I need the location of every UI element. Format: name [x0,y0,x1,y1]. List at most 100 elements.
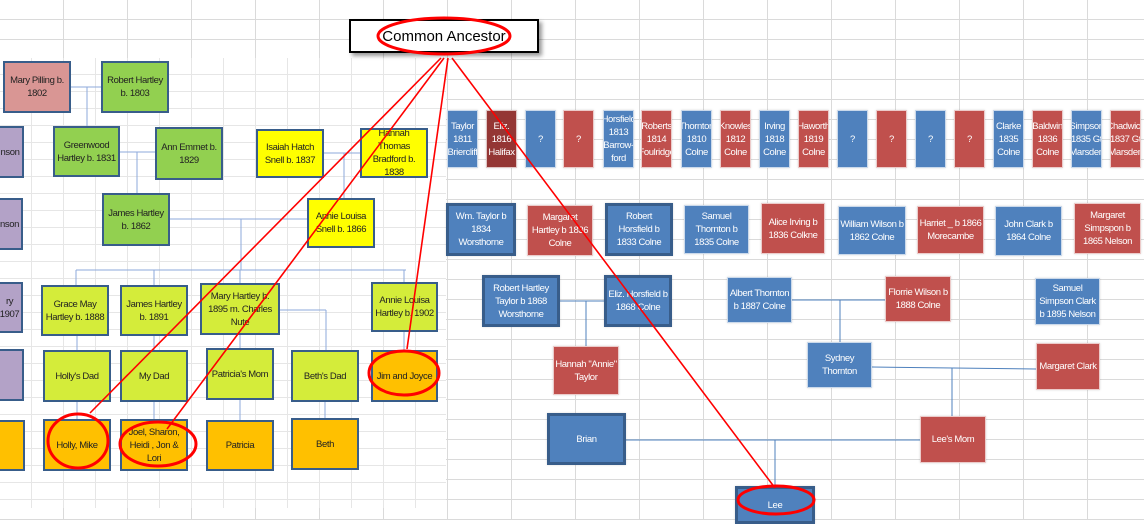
person-name: Roberts 1814 Foulridge [641,120,672,158]
left-tree-person-box[interactable]: Annie Louisa Snell b. 1866 [307,198,375,248]
person-name: Holly's Dad [55,370,99,382]
person-name: Irving 1818 Colne [763,120,786,158]
person-name: Patricia's Mom [211,368,269,380]
person-name: Mary Hartley b. 1895 m. Charles Nute [208,290,272,328]
person-name: Robert Horsfield b 1833 Colne [616,211,662,248]
person-name: William Wilson b 1862 Colne [840,218,904,243]
person-name: Clarke 1835 Colne [995,120,1022,158]
great-great-grandparent-box[interactable]: ? [954,110,985,168]
great-great-grandparent-box[interactable]: Clarke 1835 Colne [993,110,1024,168]
great-great-grandparent-box[interactable]: Haworth 1819 Colne [798,110,829,168]
great-great-grandparent-box[interactable]: Chadwick 1837 Gt Marsden [1110,110,1141,168]
great-grandparent-box[interactable]: Wm. Taylor b 1834 Worsthorne [446,203,516,256]
left-tree-person-box[interactable]: Hannah Thomas Bradford b. 1838 [360,128,428,178]
descendant-box[interactable]: Brian [547,413,626,465]
great-grandparent-box[interactable]: Margaret Hartley b 1836 Colne [527,205,593,256]
person-name: Greenwood Hartley b. 1831 [57,139,116,164]
great-great-grandparent-box[interactable]: ? [525,110,556,168]
left-tree-person-box[interactable]: Patricia's Mom [206,348,274,400]
person-name: Chadwick 1837 Gt Marsden [1110,120,1141,158]
person-name: Mary Pilling b. 1802 [10,75,64,99]
great-great-grandparent-box[interactable]: Eliz. 1816 Halifax [486,110,517,168]
person-name: Taylor 1811 Briercliff [447,120,478,158]
person-name: Isaiah Hatch Snell b. 1837 [264,141,316,166]
great-grandparent-box[interactable]: Margaret Simpspon b 1865 Nelson [1074,203,1141,254]
left-tree-person-box[interactable]: Holly, Mike [43,419,111,471]
left-tree-person-box[interactable] [0,349,24,401]
person-name: Margaret Clark [1039,361,1097,372]
left-tree-person-box[interactable]: Grace May Hartley b. 1888 [41,285,109,336]
person-name: Patricia [225,440,255,451]
left-tree-person-box[interactable]: nson [0,198,23,250]
great-great-grandparent-box[interactable]: ? [915,110,946,168]
left-tree-person-box[interactable]: ry 1907 [0,282,23,333]
left-tree-person-box[interactable]: James Hartley b. 1891 [120,285,188,336]
great-grandparent-box[interactable]: Robert Horsfield b 1833 Colne [605,203,673,256]
person-name: Harriet _ b 1866 Morecambe [919,218,982,242]
person-name: John Clark b 1864 Colne [1004,219,1053,243]
great-great-grandparent-box[interactable]: Roberts 1814 Foulridge [641,110,672,168]
great-great-grandparent-box[interactable]: ? [837,110,868,168]
left-tree-person-box[interactable]: Patricia [206,420,274,471]
descendant-box[interactable]: Albert Thornton b 1887 Colne [727,277,792,323]
great-great-grandparent-box[interactable]: Knowles 1812 Colne [720,110,751,168]
great-great-grandparent-box[interactable]: Irving 1818 Colne [759,110,790,168]
left-tree-person-box[interactable]: James Hartley b. 1862 [102,193,170,246]
person-name: Haworth 1819 Colne [798,120,829,158]
person-name: Holly, Mike [56,439,98,451]
left-tree-person-box[interactable]: Annie Louisa Hartley b. 1902 [371,282,438,332]
left-tree-person-box[interactable]: Holly's Dad [43,350,111,402]
descendant-box[interactable]: Robert Hartley Taylor b 1868 Worsthorne [482,275,560,327]
left-tree-person-box[interactable]: Mary Hartley b. 1895 m. Charles Nute [200,283,280,335]
left-tree-person-box[interactable]: Greenwood Hartley b. 1831 [53,126,120,177]
person-name: Ann Emmet b. 1829 [161,141,217,166]
left-tree-person-box[interactable]: nson [0,126,24,178]
person-name: Brian [576,433,597,445]
person-name: Beth [316,438,334,450]
descendant-box[interactable]: Eliz. Horsfield b 1868 Colne [604,275,672,327]
left-tree-person-box[interactable]: Ann Emmet b. 1829 [155,127,223,180]
left-tree-person-box[interactable] [0,420,25,471]
great-great-grandparent-box[interactable]: Horsfield 1813 Barrow-ford [603,110,634,168]
person-name: Lee's Mom [931,434,975,445]
descendant-box[interactable]: Samuel Simpson Clark b 1895 Nelson [1035,278,1100,325]
person-name: Eliz. Horsfield b 1868 Colne [608,289,668,313]
person-name: ? [576,133,581,145]
left-tree-person-box[interactable]: Beth [291,418,359,470]
descendant-box[interactable]: Hannah "Annie" Taylor [553,346,619,395]
highlight-ellipse [376,16,512,56]
great-great-grandparent-box[interactable]: Simpson 1835 Gt Marsden [1071,110,1102,168]
person-name: nson [0,146,20,158]
great-great-grandparent-box[interactable]: ? [876,110,907,168]
great-grandparent-box[interactable]: Alice Irving b 1836 Colkne [761,203,825,254]
person-name: ? [928,133,933,145]
left-tree-person-box[interactable]: Robert Hartley b. 1803 [101,61,169,113]
left-tree-person-box[interactable]: My Dad [120,350,188,402]
left-tree-person-box[interactable]: Beth's Dad [291,350,359,402]
great-grandparent-box[interactable]: John Clark b 1864 Colne [995,206,1062,256]
person-name: Thornton 1810 Colne [682,120,711,158]
annotation-arrow [451,57,776,489]
person-name: Samuel Thornton b 1835 Colne [694,211,739,248]
descendant-box[interactable]: Margaret Clark [1036,343,1100,390]
left-tree-person-box[interactable]: Isaiah Hatch Snell b. 1837 [256,129,324,178]
great-great-grandparent-box[interactable]: Baldwin 1836 Colne [1032,110,1063,168]
annotation-arrow [89,57,442,414]
annotation-arrow [166,57,445,430]
person-name: Joel, Sharon, Heidi , Jon & Lori [128,426,180,464]
left-tree-person-box[interactable]: Mary Pilling b. 1802 [3,61,71,113]
descendant-box[interactable]: Sydney Thornton [807,342,872,388]
person-name: Robert Hartley b. 1803 [107,75,163,99]
great-grandparent-box[interactable]: Harriet _ b 1866 Morecambe [917,206,984,254]
great-great-grandparent-box[interactable]: Taylor 1811 Briercliff [447,110,478,168]
person-name: Sydney Thornton [822,353,857,377]
great-great-grandparent-box[interactable]: Thornton 1810 Colne [681,110,712,168]
great-grandparent-box[interactable]: Samuel Thornton b 1835 Colne [684,205,749,254]
person-name: Lee [767,499,783,511]
great-great-grandparent-box[interactable]: ? [563,110,594,168]
great-grandparent-box[interactable]: William Wilson b 1862 Colne [838,206,906,255]
descendant-box[interactable]: Florrie Wilson b 1888 Colne [885,276,951,322]
person-name: Margaret Simpspon b 1865 Nelson [1083,210,1132,247]
descendant-box[interactable]: Lee's Mom [920,416,986,463]
